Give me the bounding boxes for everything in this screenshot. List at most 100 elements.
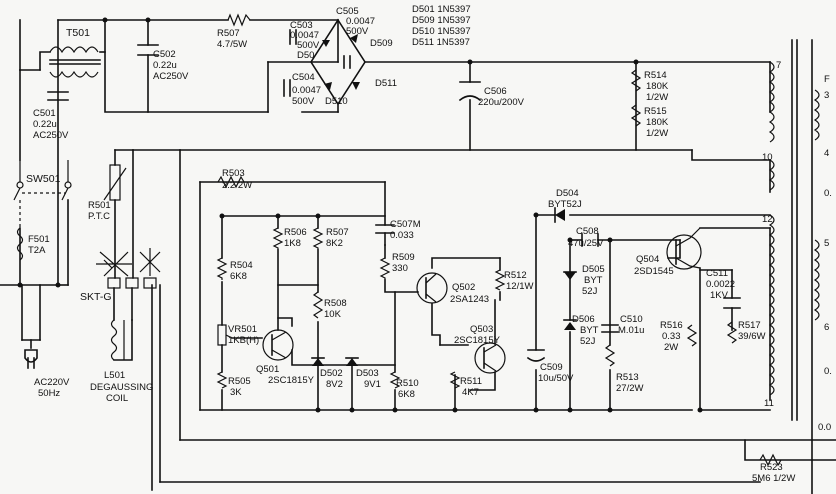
label-r513-1: 27/2W <box>616 383 643 394</box>
label-r510-1: 6K8 <box>398 389 415 400</box>
label-r508-1: 10K <box>324 309 342 320</box>
label-c502-0: C502 <box>153 49 176 60</box>
label-r503-1: 2.2 2W <box>222 180 252 191</box>
label-right-6: 0. <box>824 366 832 377</box>
label-r506-1: 1K8 <box>284 238 301 249</box>
label-q501-0: Q501 <box>256 364 279 375</box>
label-d505-1: BYT <box>584 275 603 286</box>
label-r523-1: 5M6 1/2W <box>752 473 795 484</box>
junction-dots <box>17 17 703 413</box>
label-c504-3: D510 <box>325 96 348 107</box>
label-r514-0: R514 <box>644 70 667 81</box>
label-r501-0: R501 <box>88 200 111 211</box>
label-c501-2: AC250V <box>33 130 69 141</box>
label-right-0: F <box>824 74 830 85</box>
label-c503-1: 0.0047 <box>290 30 319 41</box>
label-c507-1: 0.033 <box>390 230 414 241</box>
flyback-windings <box>768 39 820 494</box>
label-c501-1: 0.22u <box>33 119 57 130</box>
label-d502-0: D502 <box>320 368 343 379</box>
label-skt: SKT-G <box>80 291 112 303</box>
label-l501-2: COIL <box>106 393 128 404</box>
label-right-7: 0.0 <box>818 422 831 433</box>
label-r517-1: 39/6W <box>738 331 765 342</box>
label-vr501-1: 1KB(H) <box>228 335 259 346</box>
label-d505-2: 52J <box>582 286 598 297</box>
diode-d506 <box>563 319 577 330</box>
label-c505-2: 500V <box>346 26 369 37</box>
label-t501: T501 <box>66 27 90 39</box>
socket-sktg <box>96 248 161 289</box>
label-r515-1: 180K <box>646 117 669 128</box>
label-right-5: 6 <box>824 322 829 333</box>
label-d505-0: D505 <box>582 264 605 275</box>
label-right-1: 3 <box>824 90 829 101</box>
label-c510-1: M.01u <box>618 325 644 336</box>
bridge-diodes <box>322 34 360 90</box>
label-d509: D509 <box>370 38 393 49</box>
label-c511-1: 0.0022 <box>706 279 735 290</box>
label-r511-1: 4K7 <box>462 387 479 398</box>
label-plug-1: 50Hz <box>38 388 60 399</box>
label-r509-0: R509 <box>392 252 415 263</box>
label-r504-1: 6K8 <box>230 271 247 282</box>
label-q502-0: Q502 <box>452 282 475 293</box>
label-q504-0: Q504 <box>636 254 659 265</box>
zener-diodes <box>311 357 359 366</box>
label-diode-list-1: D509 1N5397 <box>412 15 471 26</box>
label-c509-0: C509 <box>540 362 563 373</box>
transistor-q503 <box>474 342 506 374</box>
label-c502-2: AC250V <box>153 71 189 82</box>
label-r514-2: 1/2W <box>646 92 668 103</box>
label-c504-1: 0.0047 <box>292 85 321 96</box>
capacitor-c509 <box>526 349 546 362</box>
label-c506: C506 <box>484 86 507 97</box>
snubber-caps <box>283 29 351 97</box>
label-right-2: 4 <box>824 148 829 159</box>
label-r503-0: R503 <box>222 168 245 179</box>
capacitor-c502 <box>137 44 159 56</box>
ptc-r501 <box>103 164 127 201</box>
label-vr501-0: VR501 <box>228 324 257 335</box>
label-r507-0: R507 <box>217 28 240 39</box>
label-sw501: SW501 <box>26 173 61 185</box>
label-c511-0: C511 <box>706 268 728 279</box>
label-r516-2: 2W <box>664 342 678 353</box>
label-diode-list-0: D501 1N5397 <box>412 4 471 15</box>
label-d502-1: 8V2 <box>326 379 343 390</box>
label-c505-1: 0.0047 <box>346 16 375 27</box>
label-d504-1: BYT52J <box>548 199 582 210</box>
label-d506-1: BYT <box>580 325 599 336</box>
label-r512-1: 12/1W <box>506 281 533 292</box>
label-q503-1: 2SC1815Y <box>454 335 501 346</box>
ac-plug <box>21 284 41 369</box>
label-r507b-1: 8K2 <box>326 238 343 249</box>
label-c504-0: C504 <box>292 72 315 83</box>
coil-l501 <box>110 287 133 361</box>
label-r515-2: 1/2W <box>646 128 668 139</box>
label-pin-7: 7 <box>776 60 781 71</box>
pot-vr501 <box>217 324 233 346</box>
resistor-r507 <box>227 13 251 27</box>
label-c510-0: C510 <box>620 314 643 325</box>
label-right-3: 0. <box>824 188 832 199</box>
label-r505-1: 3K <box>230 387 242 398</box>
label-c508-0: C508 <box>576 226 599 237</box>
capacitor-c508 <box>581 233 599 247</box>
label-c503-0: C503 <box>290 20 313 31</box>
capacitor-c511 <box>723 297 741 309</box>
resistor-r503 <box>217 175 245 189</box>
label-r509-1: 330 <box>392 263 408 274</box>
label-r516-1: 0.33 <box>662 331 681 342</box>
label-pin-11: 11 <box>764 398 774 409</box>
label-c503-2: 500V <box>297 40 320 51</box>
label-d503-0: D503 <box>356 368 379 379</box>
label-c504-2: 500V <box>292 96 315 107</box>
label-c507-0: C507M <box>390 219 421 230</box>
label-c506-val: 220u/200V <box>478 97 525 108</box>
label-c509-1: 10u/50V <box>538 373 574 384</box>
diode-d504 <box>554 207 565 223</box>
label-diode-list-2: D510 1N5397 <box>412 26 471 37</box>
label-r517-0: R517 <box>738 320 761 331</box>
